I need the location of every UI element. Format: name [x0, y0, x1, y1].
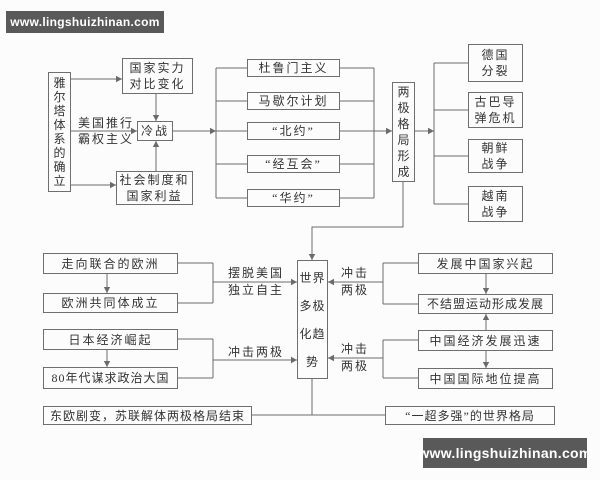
edge-label-impact-bipolar-left: 冲击两极 [227, 345, 284, 359]
node-developing-countries: 发展中国家兴起 [418, 253, 553, 274]
edges-bottom-row [252, 379, 385, 416]
node-marshall-plan: 马歇尔计划 [247, 92, 340, 110]
node-bipolar-end: 东欧剧变，苏联解体两极格局结束 [43, 406, 252, 425]
node-ec-founded: 欧洲共同体成立 [43, 293, 178, 313]
node-warsaw-pact: “华约” [247, 189, 340, 207]
edge-label-impact-bipolar-right-top: 冲击 两极 [340, 266, 369, 297]
node-power-balance: 国家实力 对比变化 [122, 58, 193, 94]
edge-bipolar-to-multipolar [311, 182, 404, 260]
node-china-economy: 中国经济发展迅速 [418, 330, 553, 351]
node-social-system: 社会制度和 国家利益 [116, 171, 193, 205]
node-one-super-many-strong: “一超多强”的世界格局 [385, 406, 555, 425]
edge-label-us-hegemony: 美国推行 霸权主义 [77, 116, 134, 146]
arrowheads [103, 75, 490, 368]
edge-label-impact-bipolar-right-bottom: 冲击 两极 [340, 342, 369, 373]
node-multipolar-trend: 世界多极化趋势 [297, 260, 328, 379]
edges-measures-collect [340, 67, 392, 199]
node-japan-80s: 80年代谋求政治大国 [43, 367, 178, 389]
edges-japan-collect [178, 338, 297, 379]
node-europe-union: 走向联合的欧洲 [43, 253, 178, 274]
node-truman-doctrine: 杜鲁门主义 [247, 59, 340, 77]
node-china-status: 中国国际地位提高 [418, 368, 553, 389]
node-vietnam-war: 越南 战争 [468, 186, 523, 222]
edges-bipolar-events [415, 62, 468, 205]
watermark-bottom: www.lingshuizhinan.com [418, 438, 591, 468]
edges-china-collect [328, 339, 418, 379]
node-germany-split: 德国 分裂 [468, 44, 523, 82]
edge-label-independence: 摆脱美国 独立自主 [227, 266, 284, 297]
node-nato: “北约” [247, 122, 340, 140]
edges-yalta-causes [71, 78, 216, 186]
node-nonaligned-movement: 不结盟运动形成发展 [418, 294, 553, 314]
node-cuban-missile-crisis: 古巴导 弹危机 [468, 92, 523, 128]
node-cold-war: 冷战 [137, 121, 173, 141]
edges-europe-collect [178, 262, 297, 304]
node-japan-economy: 日本经济崛起 [43, 329, 178, 350]
node-comecon: “经互会” [247, 155, 340, 173]
node-korean-war: 朝鲜 战争 [468, 139, 523, 173]
node-yalta-system: 雅尔塔体系的确立 [48, 72, 71, 192]
node-bipolar-pattern: 两极格局形成 [392, 82, 415, 182]
edges-developing-collect [328, 262, 418, 305]
watermark-top: www.lingshuizhinan.com [6, 11, 164, 33]
edges-coldwar-spine [215, 67, 247, 199]
